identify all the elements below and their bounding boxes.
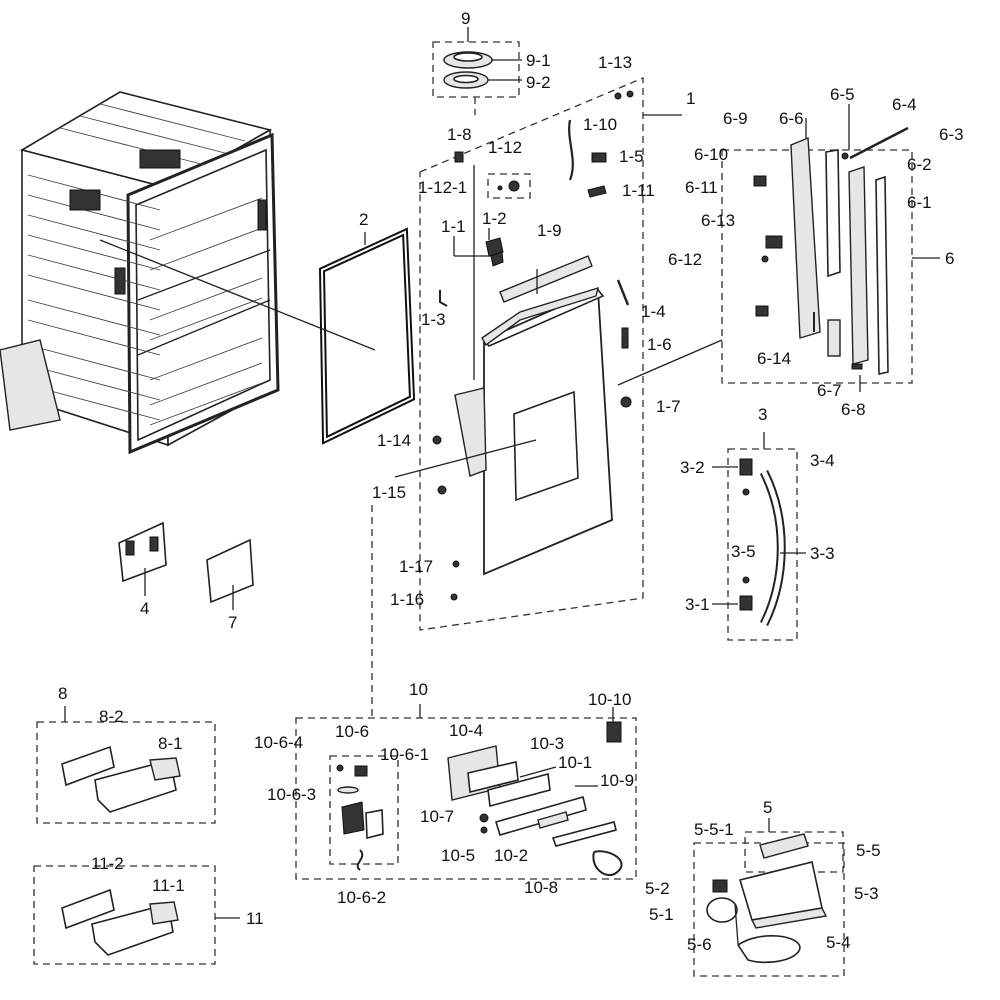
label-6-5: 6-5 (830, 85, 855, 104)
label-8-1: 8-1 (158, 734, 183, 753)
label-3-4: 3-4 (810, 451, 835, 470)
label-3-1: 3-1 (685, 595, 710, 614)
group-5-ice-maker (693, 818, 845, 977)
label-1-8: 1-8 (447, 125, 472, 144)
label-10-6-3: 10-6-3 (267, 785, 316, 804)
label-1: 1 (686, 89, 695, 108)
label-1-17: 1-17 (399, 557, 433, 576)
label-10-6-4: 10-6-4 (254, 733, 303, 752)
group-11-box (33, 865, 240, 965)
part-2-door-gasket (99, 227, 416, 445)
label-1-5: 1-5 (619, 147, 644, 166)
label-10-2: 10-2 (494, 846, 528, 865)
label-6: 6 (945, 249, 954, 268)
label-10-6-2: 10-6-2 (337, 888, 386, 907)
refrigerator-cabinet (0, 91, 280, 455)
label-10-8: 10-8 (524, 878, 558, 897)
group-9-box (432, 27, 522, 115)
part-4-panel (118, 521, 167, 596)
label-1-13: 1-13 (598, 53, 632, 72)
label-6-8: 6-8 (841, 400, 866, 419)
label-5-2: 5-2 (645, 879, 670, 898)
label-10-4: 10-4 (449, 721, 483, 740)
label-6-11: 6-11 (685, 178, 718, 197)
label-1-16: 1-16 (390, 590, 424, 609)
label-1-2: 1-2 (482, 209, 507, 228)
label-5-3: 5-3 (854, 884, 879, 903)
label-6-1: 6-1 (907, 193, 932, 212)
label-8-2: 8-2 (99, 707, 124, 726)
label-1-12: 1-12 (488, 138, 522, 157)
label-6-3: 6-3 (939, 125, 964, 144)
label-5-6: 5-6 (687, 935, 712, 954)
label-5: 5 (763, 798, 772, 817)
label-10-6: 10-6 (335, 722, 369, 741)
label-5-5-1: 5-5-1 (694, 820, 734, 839)
label-2: 2 (359, 210, 368, 229)
label-1-10: 1-10 (583, 115, 617, 134)
label-1-7: 1-7 (656, 397, 681, 416)
label-3-5: 3-5 (731, 542, 756, 561)
label-6-10: 6-10 (694, 145, 728, 164)
label-9: 9 (461, 9, 470, 28)
label-3-2: 3-2 (680, 458, 705, 477)
label-6-7: 6-7 (817, 381, 842, 400)
label-3: 3 (758, 405, 767, 424)
label-6-13: 6-13 (701, 211, 735, 230)
label-1-1: 1-1 (441, 217, 466, 236)
label-10-3: 10-3 (530, 734, 564, 753)
group-3-handle (712, 432, 806, 641)
label-10-10: 10-10 (588, 690, 631, 709)
label-1-14: 1-14 (377, 431, 411, 450)
group-8-box (36, 706, 216, 824)
label-10-7: 10-7 (420, 807, 454, 826)
label-1-9: 1-9 (537, 221, 562, 240)
label-6-12: 6-12 (668, 250, 702, 269)
label-1-4: 1-4 (641, 302, 666, 321)
group-6-box (721, 104, 940, 392)
label-1-11: 1-11 (622, 181, 655, 200)
label-10-5: 10-5 (441, 846, 475, 865)
label-11-2: 11-2 (91, 854, 124, 873)
group-1-door-assembly (394, 77, 723, 631)
label-5-4: 5-4 (826, 933, 851, 952)
label-10-1: 10-1 (558, 753, 592, 772)
label-9-1: 9-1 (526, 51, 551, 70)
label-6-4: 6-4 (892, 95, 917, 114)
label-5-5: 5-5 (856, 841, 881, 860)
label-3-3: 3-3 (810, 544, 835, 563)
part-7-cover (206, 538, 254, 610)
label-10-6-1: 10-6-1 (380, 745, 429, 764)
label-6-6: 6-6 (779, 109, 804, 128)
label-11-1: 11-1 (152, 876, 185, 895)
group-10-dispenser (295, 505, 637, 880)
label-7: 7 (228, 613, 237, 632)
label-6-9: 6-9 (723, 109, 748, 128)
label-10-9: 10-9 (600, 771, 634, 790)
label-6-2: 6-2 (907, 155, 932, 174)
label-4: 4 (140, 599, 149, 618)
label-8: 8 (58, 684, 67, 703)
callout-labels: 9 9-1 9-2 1-13 1 1-10 1-8 1-12 1-5 1-12-… (58, 9, 964, 954)
label-10: 10 (409, 680, 428, 699)
label-5-1: 5-1 (649, 905, 674, 924)
label-9-2: 9-2 (526, 73, 551, 92)
label-1-12-1: 1-12-1 (418, 178, 467, 197)
label-1-3: 1-3 (421, 310, 446, 329)
label-1-15: 1-15 (372, 483, 406, 502)
label-11: 11 (246, 909, 264, 928)
label-6-14: 6-14 (757, 349, 791, 368)
label-1-6: 1-6 (647, 335, 672, 354)
